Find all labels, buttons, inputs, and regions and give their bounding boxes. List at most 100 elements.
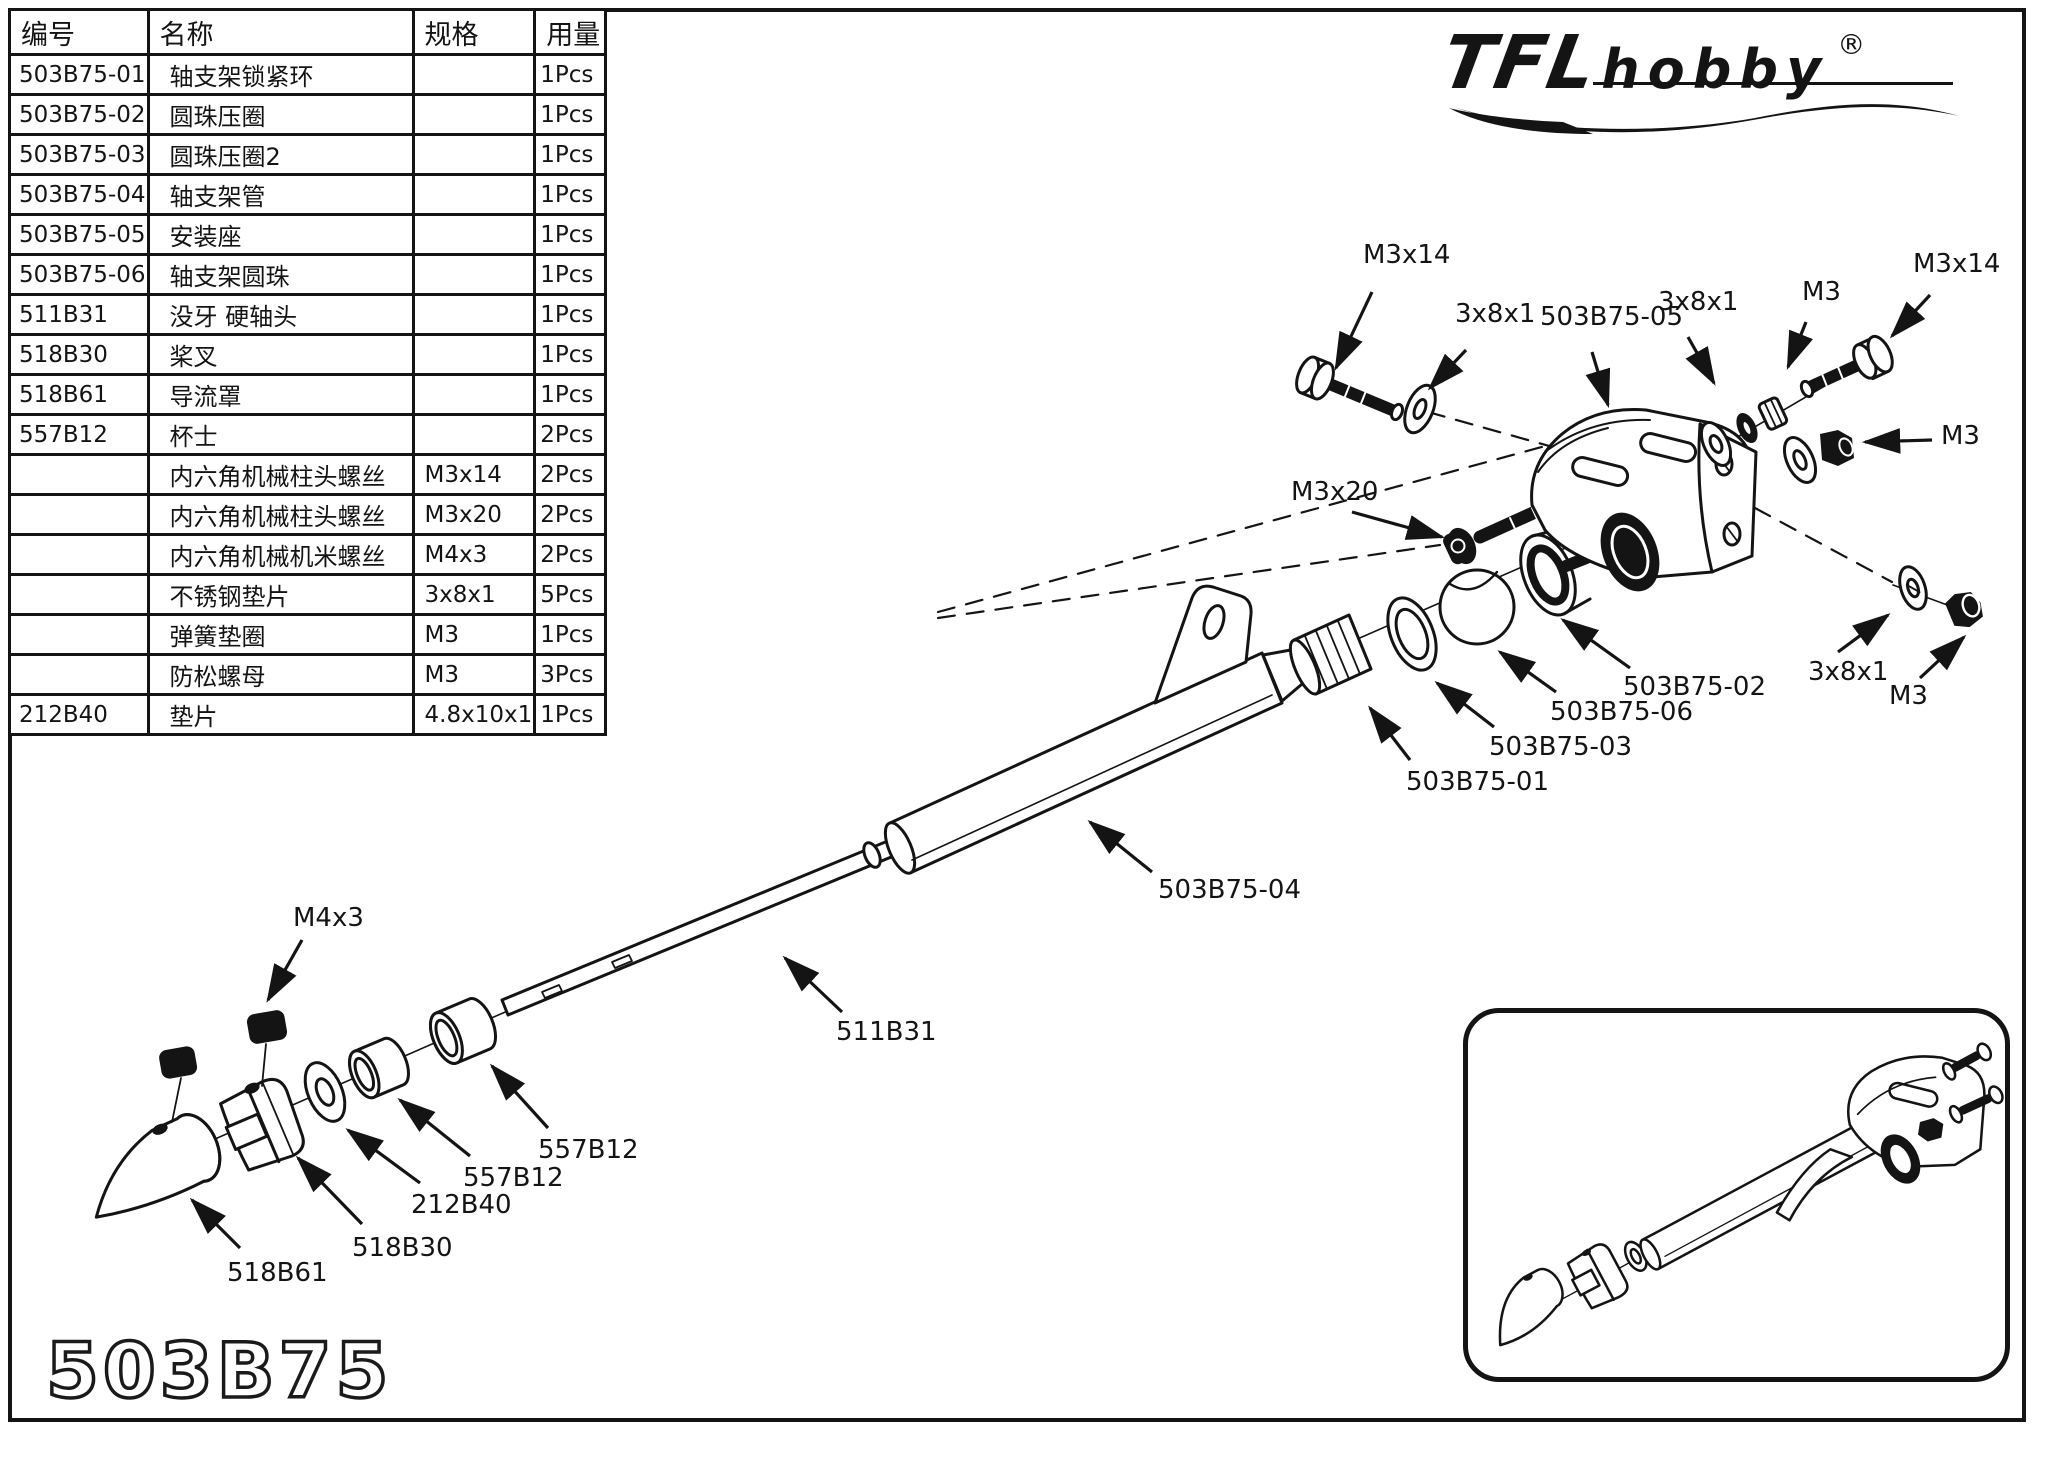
callout-arrow bbox=[1786, 321, 1813, 370]
callout-label: M3x20 bbox=[1291, 477, 1378, 507]
part-id: 503B75-06 bbox=[8, 253, 150, 296]
part-qty: 3Pcs bbox=[533, 653, 608, 696]
registered-mark: ® bbox=[1837, 28, 1866, 61]
part-spec: M3x14 bbox=[411, 453, 537, 496]
logo-swoosh-icon bbox=[1445, 104, 1959, 134]
part-id bbox=[8, 453, 150, 496]
part-id: 503B75-01 bbox=[8, 53, 150, 96]
part-name: 轴支架锁紧环 bbox=[146, 53, 415, 96]
callout-arrow bbox=[1889, 293, 1932, 339]
part-spec bbox=[411, 333, 537, 376]
spring-washer-m3-drawing bbox=[1736, 413, 1758, 443]
column-header: 编号 bbox=[8, 8, 150, 56]
part-spec: M3x20 bbox=[411, 493, 537, 536]
cone-518b61-drawing bbox=[94, 1113, 222, 1219]
part-qty: 1Pcs bbox=[533, 373, 608, 416]
column-header: 规格 bbox=[411, 8, 537, 56]
inset-bracket bbox=[1775, 1055, 1986, 1222]
part-spec: M3 bbox=[411, 613, 537, 656]
part-qty: 1Pcs bbox=[533, 693, 608, 736]
brand-name: TFL bbox=[1435, 20, 1605, 106]
inset-screws bbox=[1941, 1042, 2004, 1124]
callout-label: M3x14 bbox=[1913, 249, 2000, 279]
callout-label: 503B75-02 bbox=[1623, 672, 1766, 702]
shaft-511b31-drawing bbox=[500, 836, 903, 1017]
cone-set-screw-drawing bbox=[159, 1046, 198, 1123]
callout-arrow bbox=[1918, 634, 1967, 680]
callout-arrow bbox=[1368, 705, 1412, 761]
part-qty: 2Pcs bbox=[533, 453, 608, 496]
part-name: 内六角机械柱头螺丝 bbox=[146, 493, 415, 536]
part-name: 圆珠压圈 bbox=[146, 93, 415, 136]
part-spec: M4x3 bbox=[411, 533, 537, 576]
part-name: 没牙 硬轴头 bbox=[146, 293, 415, 336]
callout-label: 557B12 bbox=[538, 1135, 639, 1165]
part-spec: M3 bbox=[411, 653, 537, 696]
part-name: 内六角机械柱头螺丝 bbox=[146, 453, 415, 496]
part-name: 弹簧垫圈 bbox=[146, 613, 415, 656]
part-id: 503B75-03 bbox=[8, 133, 150, 176]
callout-arrow bbox=[295, 1155, 364, 1226]
part-qty: 1Pcs bbox=[533, 133, 608, 176]
assembled-view-box bbox=[1463, 1008, 2010, 1382]
part-id: 503B75-05 bbox=[8, 213, 150, 256]
part-spec bbox=[411, 373, 537, 416]
callout-arrow bbox=[1861, 428, 1933, 454]
callout-arrow bbox=[1497, 650, 1557, 694]
part-spec: 4.8x10x1 bbox=[411, 693, 537, 736]
part-id bbox=[8, 613, 150, 656]
part-spec bbox=[411, 253, 537, 296]
callout-label: 503B75-01 bbox=[1406, 767, 1549, 797]
callout-label: 557B12 bbox=[463, 1163, 564, 1193]
callout-arrow bbox=[345, 1128, 421, 1185]
callout-arrow bbox=[266, 939, 304, 1003]
part-id: 503B75-04 bbox=[8, 173, 150, 216]
brand-logo: TFLhobby® bbox=[1435, 20, 1968, 138]
press-ring-503b75-02-drawing bbox=[1519, 527, 1592, 617]
fork-518b30-drawing bbox=[219, 1077, 305, 1172]
part-name: 安装座 bbox=[146, 213, 415, 256]
part-spec bbox=[411, 413, 537, 456]
part-id: 518B30 bbox=[8, 333, 150, 376]
callout-arrow bbox=[1351, 510, 1446, 540]
callout-arrow bbox=[1560, 618, 1631, 670]
logo-strike-line bbox=[1593, 82, 1953, 85]
callout-label: 503B75-06 bbox=[1550, 697, 1693, 727]
callout-label: M3 bbox=[1889, 681, 1928, 711]
callout-arrow bbox=[1434, 681, 1495, 729]
column-header: 用量 bbox=[533, 8, 608, 56]
fork-set-screw-drawing bbox=[246, 1010, 288, 1087]
washer-3x8x1-bottom-drawing bbox=[1898, 565, 1928, 611]
part-spec bbox=[411, 213, 537, 256]
callout-label: 503B75-03 bbox=[1489, 732, 1632, 762]
callout-label: 503B75-04 bbox=[1158, 875, 1301, 905]
part-qty: 2Pcs bbox=[533, 533, 608, 576]
header-row: 编号名称规格用量 bbox=[8, 8, 608, 56]
callout-arrow bbox=[1837, 613, 1891, 654]
lock-ring-503b75-01-drawing bbox=[1288, 613, 1373, 696]
inset-cone bbox=[1498, 1267, 1564, 1347]
callout-label: 518B61 bbox=[227, 1258, 328, 1288]
callout-arrow bbox=[397, 1098, 471, 1158]
strut-fin-drawing bbox=[1153, 584, 1253, 705]
washer-3x8x1-upper-right-drawing bbox=[1699, 421, 1733, 467]
part-id: 557B12 bbox=[8, 413, 150, 456]
callout-arrow bbox=[1087, 819, 1154, 874]
m3x14-screw-left-drawing bbox=[1295, 355, 1405, 422]
callout-arrow bbox=[1334, 291, 1374, 371]
part-qty: 2Pcs bbox=[533, 493, 608, 536]
callout-arrow bbox=[1427, 348, 1468, 391]
